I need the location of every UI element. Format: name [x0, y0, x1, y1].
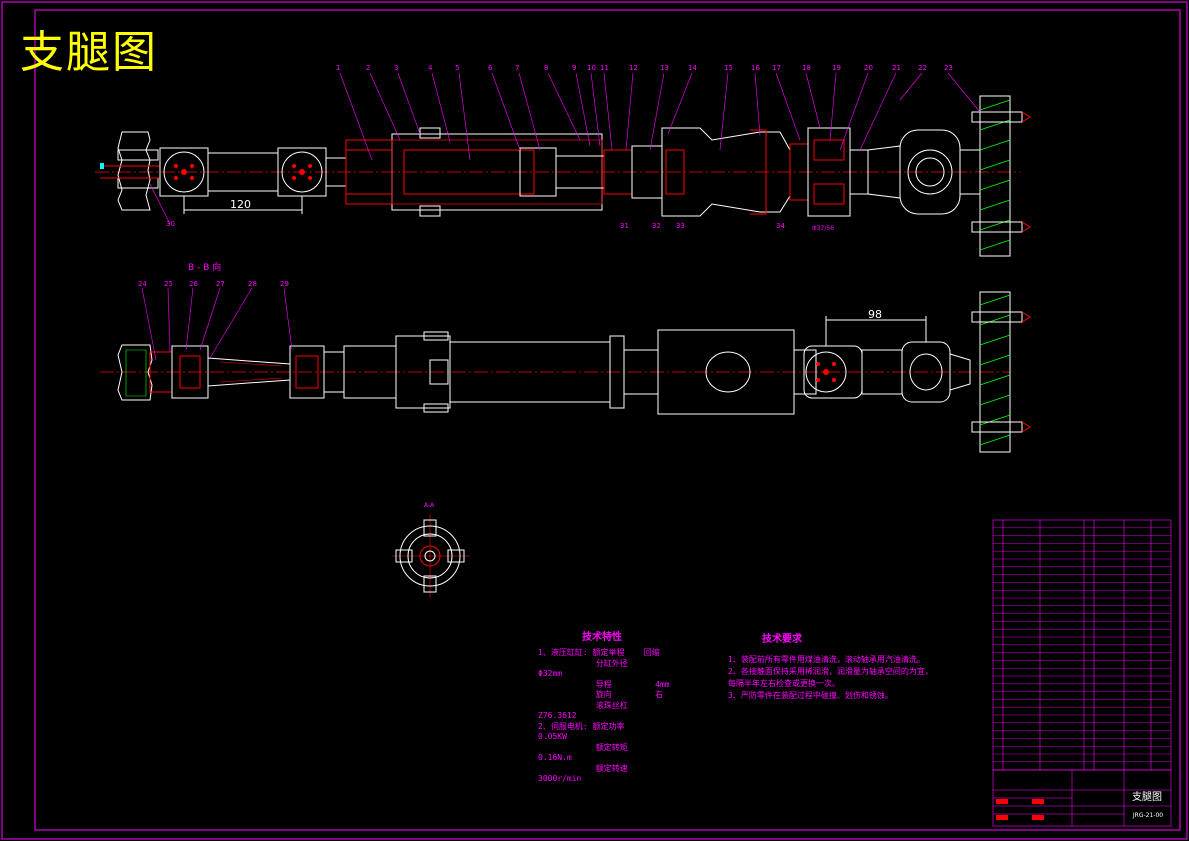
note-line: 分缸外径: [538, 658, 628, 668]
note-line: 2、伺服电机: 额定功率: [538, 721, 625, 731]
balloon-13: 13: [660, 64, 669, 72]
note-line: 导程 4mm: [538, 679, 670, 689]
balloon-3: 3: [394, 64, 399, 72]
balloon-24: 24: [138, 280, 147, 288]
note-line: Φ32mm: [538, 669, 563, 678]
balloon-22: 22: [918, 64, 927, 72]
note-line: 3、严防零件在装配过程中碰撞、划伤和锈蚀。: [728, 691, 893, 700]
tech-req-title: 技术要求: [762, 634, 802, 645]
balloon-15: 15: [724, 64, 733, 72]
balloon-23: 23: [944, 64, 953, 72]
balloon-32: 32: [652, 222, 661, 230]
balloon-10: 10: [587, 64, 596, 72]
balloon-33: 33: [676, 222, 685, 230]
top-assembly-view: [95, 72, 1031, 257]
balloon-31: 31: [620, 222, 629, 230]
note-line: 每隔半年左右检查或更换一次。: [728, 679, 840, 688]
note-line: 额定转速: [538, 763, 628, 773]
balloon-7: 7: [515, 64, 520, 72]
balloon-16: 16: [751, 64, 760, 72]
note-line: 1、液压缸缸: 额定举程 回缩: [538, 648, 660, 657]
balloon-26: 26: [189, 280, 198, 288]
note-line: 旋向 右: [538, 690, 664, 699]
balloon-4: 4: [428, 64, 433, 72]
balloon-9: 9: [572, 64, 577, 72]
note-line: 滚珠丝杠: [538, 700, 628, 710]
balloon-11: 11: [600, 64, 609, 72]
note-line: Z76.3612: [538, 711, 577, 720]
balloon-1: 1: [336, 64, 341, 72]
balloon-27: 27: [216, 280, 225, 288]
dimension-98: 98: [868, 308, 882, 321]
balloon-25: 25: [164, 280, 173, 288]
title-block-marks: [996, 799, 1044, 820]
title-block-name: 支腿图: [1132, 792, 1162, 803]
title-block-code: JRG-21-00: [1132, 812, 1164, 819]
note-line: 额定转矩: [538, 742, 628, 752]
section-a-a: [392, 514, 470, 598]
balloon-12: 12: [629, 64, 638, 72]
balloon-34: 34: [776, 222, 785, 230]
view-label: B - B 向: [188, 263, 222, 273]
tech-req-text: 1、装配前所有零件用煤油清洗，滚动轴承用汽油清洗。 2、各接触面保持采用稀润滑，润…: [728, 654, 933, 702]
balloon-28: 28: [248, 280, 257, 288]
balloon-2: 2: [366, 64, 371, 72]
balloon-14: 14: [688, 64, 697, 72]
note-line: 0.05KW: [538, 732, 567, 741]
title-block: [992, 769, 1172, 827]
bottom-view: [100, 287, 1031, 453]
balloon-18: 18: [802, 64, 811, 72]
section-label: A-A: [424, 502, 435, 509]
dimension-120: 120: [230, 198, 251, 211]
balloon-29: 29: [280, 280, 289, 288]
inner-frame: [34, 9, 1181, 831]
note-line: 0.16N.m: [538, 753, 572, 762]
tech-char-title: 技术特性: [582, 632, 622, 643]
balloon-8: 8: [544, 64, 549, 72]
dimension-small: Φ37/56: [812, 225, 835, 232]
balloon-19: 19: [832, 64, 841, 72]
note-line: 2、各接触面保持采用稀润滑，润滑量为轴承空间的为宜，: [728, 667, 933, 676]
drawing-title: 支腿图: [20, 27, 158, 78]
balloon-17: 17: [772, 64, 781, 72]
note-line: 3000r/min: [538, 774, 582, 783]
balloon-21: 21: [892, 64, 901, 72]
balloon-20: 20: [864, 64, 873, 72]
note-line: 1、装配前所有零件用煤油清洗，滚动轴承用汽油清洗。: [728, 655, 925, 664]
balloon-6: 6: [488, 64, 493, 72]
parts-list-rows: [993, 527, 1171, 762]
balloon-5: 5: [455, 64, 460, 72]
balloon-30: 30: [166, 220, 175, 228]
